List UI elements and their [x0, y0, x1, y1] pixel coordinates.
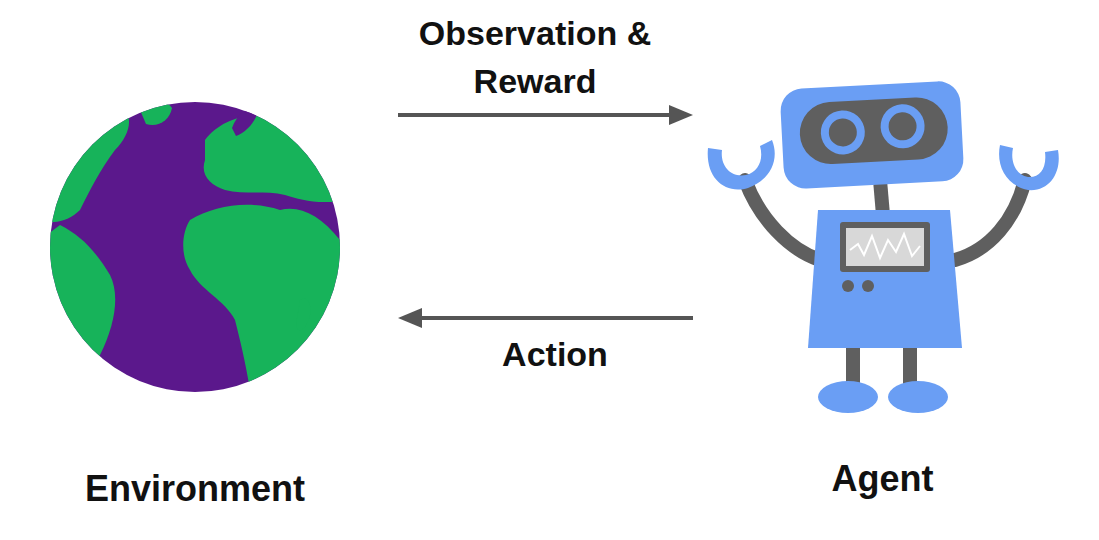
node-label: Environment	[40, 468, 350, 510]
robot-illustration	[708, 80, 1059, 413]
agent-node: Agent	[695, 80, 1070, 500]
flow-arrow	[398, 308, 693, 328]
arrow-label: Observation & Reward	[405, 9, 665, 105]
environment-node: Environment	[40, 95, 350, 510]
node-label: Agent	[695, 458, 1070, 500]
flow-arrow	[398, 105, 693, 125]
arrow-label: Action	[455, 330, 655, 378]
globe-illustration	[40, 101, 345, 395]
